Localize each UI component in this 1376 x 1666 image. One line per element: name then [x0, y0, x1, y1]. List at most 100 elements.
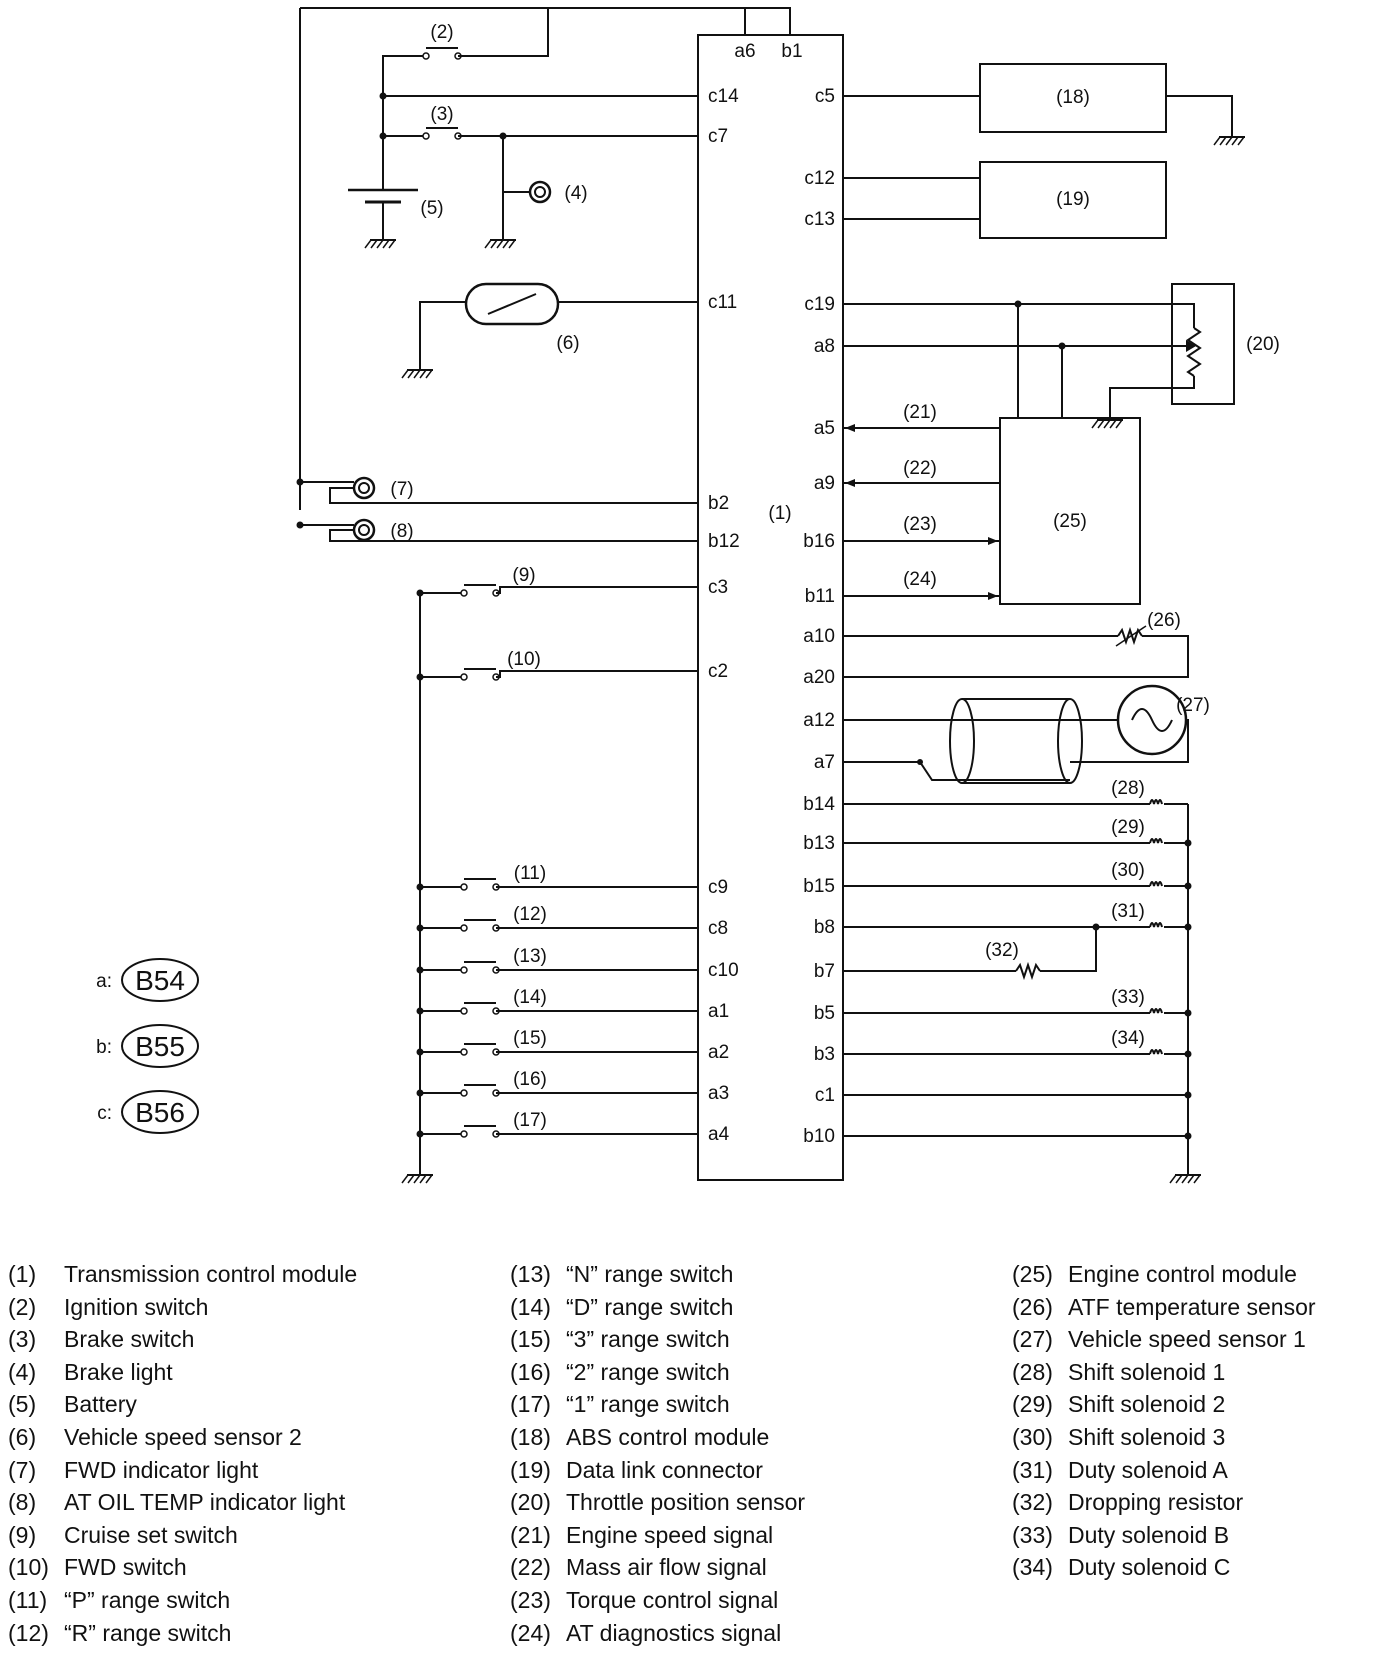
wire-abs-ground [1166, 95, 1233, 137]
junction-dot [416, 589, 424, 597]
ref-label-12: (12) [513, 904, 547, 925]
pin-label-c1: c1 [815, 1085, 835, 1106]
legend-number: (17) [510, 1391, 551, 1418]
legend-label: Torque control signal [566, 1586, 779, 1613]
ground-hatch [490, 239, 498, 249]
legend-column-3: (25)Engine control module(26)ATF tempera… [1012, 1258, 1316, 1584]
atf-temperature-sensor-resistor [1117, 626, 1143, 646]
legend-number: (6) [8, 1423, 37, 1450]
junction-dot [416, 924, 424, 932]
ground-hatch [484, 239, 492, 249]
signal-arrow-to-ecm [988, 592, 998, 600]
legend-number: (15) [510, 1326, 551, 1353]
legend-item: (24)AT diagnostics signal [510, 1617, 805, 1650]
ground-hatch [1103, 419, 1111, 429]
legend-label: Shift solenoid 1 [1068, 1358, 1226, 1385]
ref-label-30: (30) [1111, 860, 1145, 881]
wire-b12 [329, 529, 698, 542]
ref-label-17: (17) [513, 1110, 547, 1131]
legend-label: ATF temperature sensor [1068, 1293, 1316, 1320]
legend-item: (12)“R” range switch [8, 1617, 357, 1650]
throttle-position-sensor-box [1171, 283, 1235, 405]
legend-number: (14) [510, 1293, 551, 1320]
p-range-switch-terminal [460, 883, 468, 891]
pin-label-b16: b16 [803, 531, 835, 552]
wire-dropping-resistor [1040, 927, 1097, 972]
legend-label: “1” range switch [566, 1391, 730, 1418]
pin-label-b15: b15 [803, 876, 835, 897]
wire-ignition-out [458, 8, 549, 57]
legend-item: (26) ATF temperature sensor [1012, 1291, 1316, 1324]
ignition-switch-terminal [422, 52, 430, 60]
ref-label-31: (31) [1111, 901, 1145, 922]
legend-number: (25) [1012, 1261, 1053, 1287]
duty-solenoid-b-coil [1149, 1008, 1163, 1014]
wire-fwd-switch [496, 670, 698, 678]
legend-number: (32) [1012, 1489, 1053, 1516]
legend-item: (33)Duty solenoid B [1012, 1519, 1316, 1552]
n-range-switch-terminal [460, 966, 468, 974]
pin-label-c7: c7 [708, 126, 728, 147]
transmission-control-module-box [697, 34, 844, 1181]
ac-wave [1131, 708, 1173, 732]
pin-label-c10: c10 [708, 960, 739, 981]
legend-item: (10)FWD switch [8, 1551, 357, 1584]
ref-label-19: (19) [1056, 189, 1090, 210]
legend-item: (19)Data link connector [510, 1454, 805, 1487]
ref-label-10: (10) [507, 649, 541, 670]
tps-wiper-arrow [1186, 340, 1196, 352]
ground-hatch [1115, 419, 1123, 429]
ref-label-18: (18) [1056, 87, 1090, 108]
legend-label: Duty solenoid C [1068, 1554, 1231, 1581]
legend-label: AT diagnostics signal [566, 1619, 782, 1646]
legend-number: (3) [8, 1326, 37, 1353]
junction-dot [1184, 1132, 1192, 1140]
legend-number: (18) [510, 1423, 551, 1450]
legend-number: (26) [1012, 1293, 1053, 1320]
pin-label-c9: c9 [708, 877, 728, 898]
legend-number: (33) [1012, 1521, 1053, 1548]
fwd-switch-terminal [460, 673, 468, 681]
pin-label-a20: a20 [803, 667, 835, 688]
junction-dot [1184, 839, 1192, 847]
ground-hatch [1231, 136, 1239, 146]
wire-b1-supply [300, 7, 791, 35]
connector-prefix-B56: c: [97, 1103, 112, 1124]
pin-label-c12: c12 [804, 168, 835, 189]
ground-hatch [388, 239, 396, 249]
ground-hatch [502, 239, 510, 249]
d-range-switch-terminal [460, 1007, 468, 1015]
ground-hatch [496, 239, 504, 249]
legend-number: (5) [8, 1391, 37, 1418]
legend-item: (9)Cruise set switch [8, 1519, 357, 1552]
ref-label-13: (13) [513, 946, 547, 967]
legend-label: Cruise set switch [64, 1521, 238, 1548]
legend-item: (5)Battery [8, 1388, 357, 1421]
ground-hatch [425, 1174, 433, 1184]
connector-name-B56: B56 [135, 1097, 185, 1128]
wire-brake-light [502, 136, 530, 193]
legend-item: (17) “1” range switch [510, 1388, 805, 1421]
fwd-indicator-light-symbol [352, 476, 376, 500]
pin-label-b7: b7 [814, 961, 835, 982]
pin-label-a7: a7 [814, 752, 835, 773]
ref-label-29: (29) [1111, 817, 1145, 838]
connector-prefix-B54: a: [96, 971, 112, 992]
legend-item: (30)Shift solenoid 3 [1012, 1421, 1316, 1454]
ground-hatch [1097, 419, 1105, 429]
legend-item: (4)Brake light [8, 1356, 357, 1389]
tps-resistor [1186, 327, 1202, 377]
ground-hatch [1193, 1174, 1201, 1184]
pin-label-a8: a8 [814, 336, 835, 357]
ref-label-2: (2) [430, 22, 453, 43]
legend-number: (22) [510, 1554, 551, 1581]
legend-item: (1)Transmission control module [8, 1258, 357, 1291]
ground-hatch [1187, 1174, 1195, 1184]
legend-number: (7) [8, 1456, 37, 1483]
legend-number: (20) [510, 1489, 551, 1516]
junction-dot [416, 966, 424, 974]
ref-label-25: (25) [1053, 511, 1087, 532]
connector-badge-B54 [121, 958, 199, 1002]
